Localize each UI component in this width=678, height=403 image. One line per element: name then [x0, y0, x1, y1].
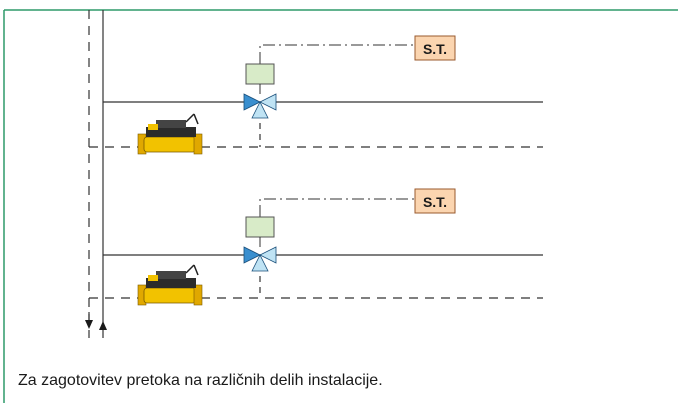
three-way-valve-icon — [243, 246, 277, 272]
sensor-label: S.T. — [423, 41, 447, 57]
return-flow-arrow — [85, 312, 93, 329]
temperature-sensor: S.T. — [414, 188, 456, 214]
valve-actuator — [245, 216, 275, 238]
three-way-valve-icon — [243, 93, 277, 119]
balancing-valve-icon — [137, 264, 203, 306]
control-signal-line — [259, 198, 415, 217]
circuit-2: S.T. — [89, 188, 543, 306]
circuit-1: S.T. — [89, 35, 543, 155]
sensor-label: S.T. — [423, 194, 447, 210]
supply-flow-arrow — [99, 321, 107, 330]
valve-actuator — [245, 63, 275, 85]
diagram-caption: Za zagotovitev pretoka na različnih deli… — [18, 372, 383, 389]
balancing-valve-icon — [137, 113, 203, 155]
temperature-sensor: S.T. — [414, 35, 456, 61]
control-signal-line — [259, 44, 415, 64]
